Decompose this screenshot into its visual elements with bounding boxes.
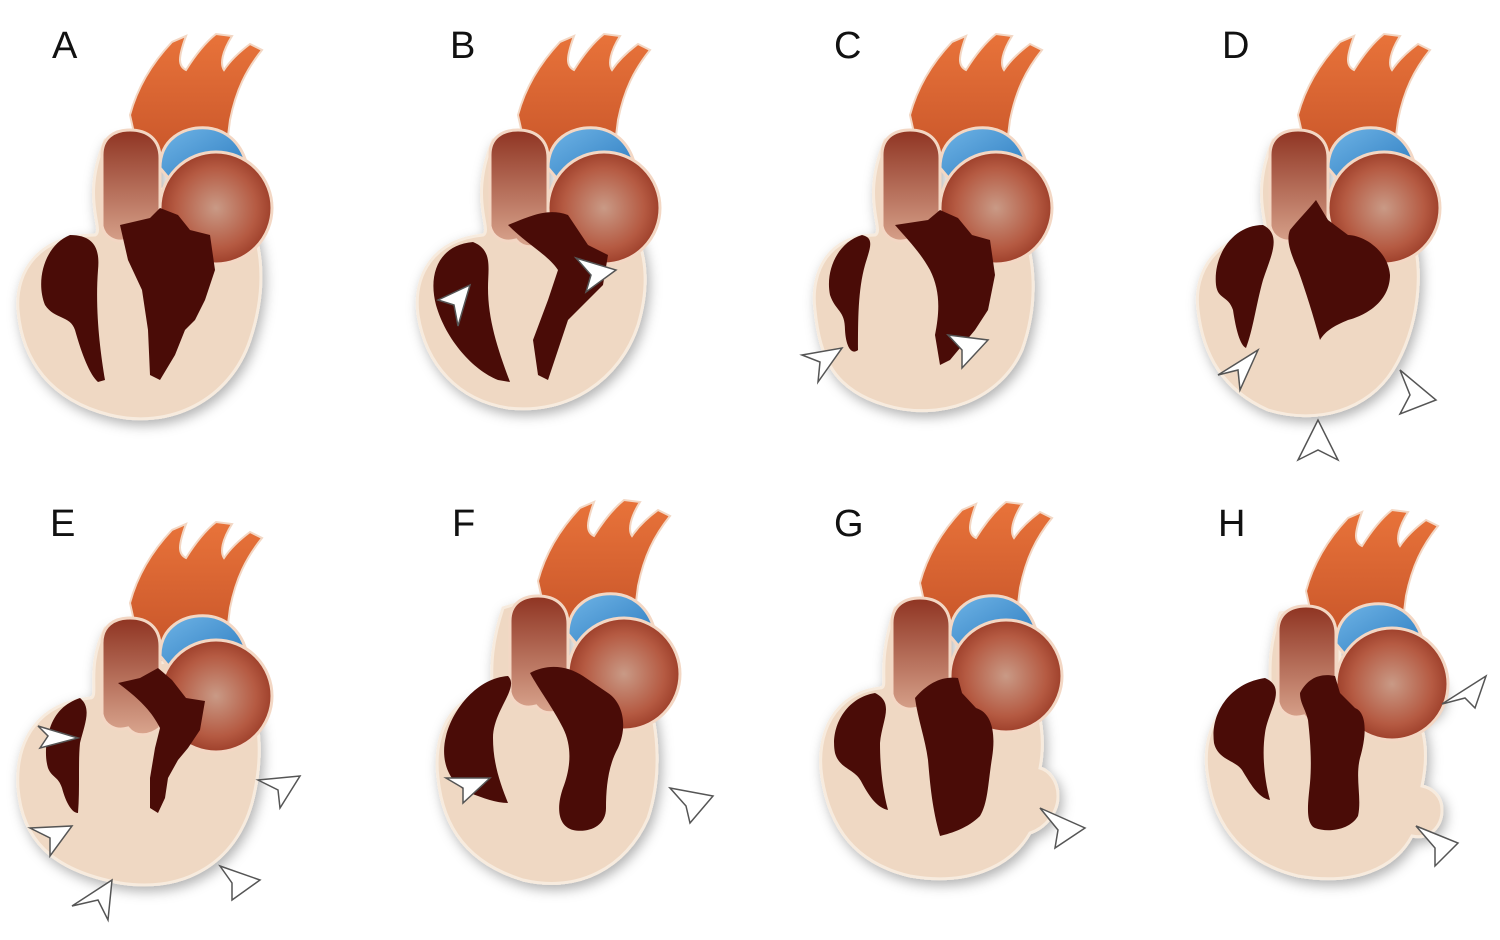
arrowhead	[946, 333, 990, 370]
right-ventricle-cavity	[433, 242, 510, 382]
left-ventricle-cavity	[530, 666, 624, 831]
panel-label-f: F	[452, 503, 475, 545]
left-ventricle-cavity	[120, 208, 215, 380]
panel-a: A	[16, 25, 274, 421]
arrowhead	[667, 786, 715, 825]
panel-label-a: A	[52, 25, 78, 67]
right-ventricle-cavity	[41, 235, 105, 382]
left-ventricle-cavity	[1300, 675, 1365, 831]
panel-label-g: G	[834, 503, 864, 545]
arrowhead	[255, 775, 302, 811]
panel-h: H	[1204, 503, 1488, 881]
arrowhead	[443, 777, 492, 805]
arrowhead	[37, 725, 81, 750]
arrowhead	[573, 256, 618, 294]
arrowhead	[71, 878, 113, 923]
arrowhead	[1415, 825, 1460, 868]
right-ventricle-cavity	[828, 235, 871, 352]
panel-g: G	[819, 500, 1087, 881]
left-ventricle-cavity	[508, 212, 608, 380]
panel-label-c: C	[834, 25, 861, 67]
arrowhead	[435, 283, 472, 327]
panel-label-d: D	[1222, 25, 1249, 67]
arrowhead	[1296, 418, 1340, 462]
panel-label-b: B	[450, 25, 475, 67]
left-ventricle-cavity	[1288, 200, 1390, 340]
left-ventricle-cavity	[118, 668, 205, 813]
arrowhead	[1039, 807, 1087, 850]
left-ventricle-cavity	[895, 210, 995, 365]
arrowhead	[1217, 348, 1260, 393]
right-ventricle-cavity	[1213, 678, 1276, 800]
panel-label-h: H	[1218, 503, 1245, 545]
panel-b: B	[415, 25, 662, 411]
panel-f: F	[435, 498, 715, 885]
panel-d: D	[1195, 25, 1442, 462]
panel-label-e: E	[50, 503, 75, 545]
panel-c: C	[799, 25, 1054, 413]
right-ventricle-cavity	[45, 698, 87, 813]
left-ventricle-cavity	[915, 677, 994, 836]
arrowhead	[1398, 369, 1438, 416]
arrowhead	[218, 864, 262, 902]
right-ventricle-cavity	[834, 693, 888, 810]
panel-e: E	[16, 503, 302, 923]
right-ventricle-cavity	[444, 676, 512, 803]
right-ventricle-cavity	[1215, 225, 1274, 348]
arrowhead	[1441, 674, 1488, 710]
arrowhead	[799, 346, 844, 385]
arrowhead	[27, 825, 74, 859]
